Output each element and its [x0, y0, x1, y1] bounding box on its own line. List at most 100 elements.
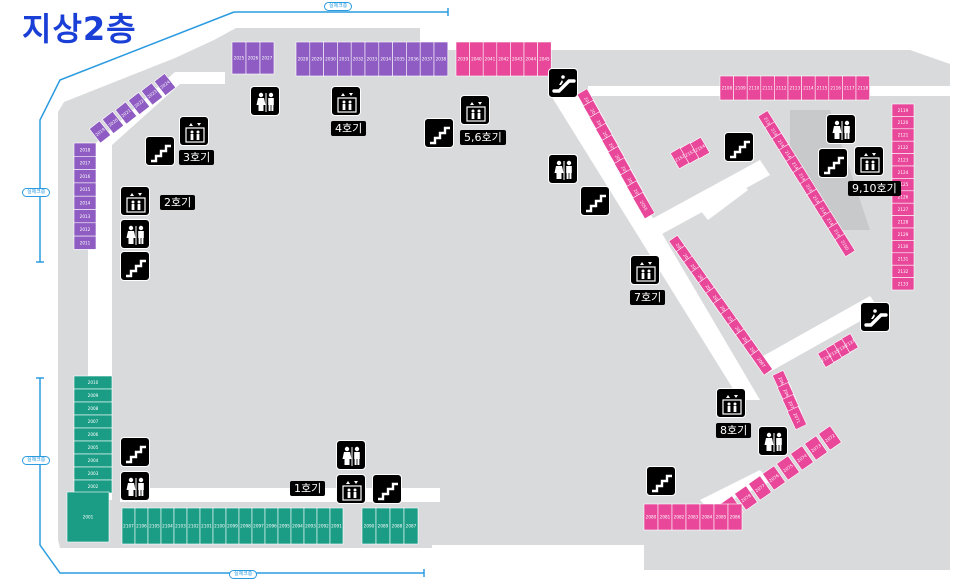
store-unit[interactable]: 2085 [713, 503, 729, 531]
store-unit[interactable]: 2019 [88, 120, 112, 144]
stairs-icon[interactable] [120, 251, 150, 281]
elevator-icon[interactable] [630, 255, 660, 285]
restroom-icon[interactable] [758, 426, 788, 456]
store-unit[interactable]: 2017 [73, 156, 97, 170]
store-unit[interactable]: 2076 [762, 465, 786, 491]
store-unit[interactable]: 2099 [225, 507, 240, 545]
store-unit[interactable]: 2096 [264, 507, 279, 545]
elevator-icon[interactable] [716, 388, 746, 418]
elevator-icon[interactable] [460, 95, 490, 125]
store-unit[interactable]: 2112 [774, 75, 789, 101]
store-unit[interactable]: 2132 [891, 264, 915, 278]
store-unit[interactable]: 2086 [727, 503, 743, 531]
store-unit[interactable]: 2116 [828, 75, 843, 101]
store-unit[interactable]: 2038 [433, 41, 449, 77]
store-unit[interactable]: 2093 [303, 507, 318, 545]
stairs-icon[interactable] [646, 466, 676, 496]
escalator-icon[interactable] [548, 68, 578, 98]
store-unit[interactable]: 2022 [127, 91, 151, 116]
store-unit[interactable]: 2027 [259, 41, 275, 75]
store-unit[interactable]: 2100 [212, 507, 227, 545]
store-unit[interactable]: 2103 [173, 507, 188, 545]
store-unit[interactable]: 2106 [134, 507, 149, 545]
store-unit[interactable]: 2101 [199, 507, 214, 545]
store-unit[interactable]: 2034 [378, 41, 393, 77]
store-unit[interactable]: 2107 [121, 507, 136, 545]
store-unit[interactable]: 2123 [891, 153, 915, 167]
store-unit[interactable]: 2039 [455, 41, 470, 77]
store-unit[interactable]: 2080 [643, 503, 659, 531]
store-unit[interactable]: 2008 [73, 401, 113, 416]
store-unit[interactable]: 2003 [73, 466, 113, 481]
store-unit[interactable]: 2119 [891, 103, 915, 117]
store-unit[interactable]: 2124 [891, 165, 915, 179]
store-unit[interactable]: 2130 [891, 240, 915, 254]
store-unit[interactable]: 2094 [290, 507, 305, 545]
store-unit[interactable]: 2013 [73, 209, 97, 224]
store-unit[interactable]: 2075 [776, 455, 800, 481]
store-unit[interactable]: 2104 [160, 507, 175, 545]
store-unit[interactable]: 2009 [73, 388, 113, 403]
store-unit[interactable]: 2137 [841, 333, 859, 353]
store-unit[interactable]: 2001 [66, 491, 110, 543]
store-unit[interactable]: 2108 [719, 75, 734, 101]
store-unit[interactable]: 2114 [801, 75, 816, 101]
stairs-icon[interactable] [372, 474, 402, 504]
store-unit[interactable]: 2011 [73, 235, 97, 250]
store-unit[interactable]: 2037 [419, 41, 435, 77]
store-unit[interactable]: 2089 [375, 507, 391, 545]
stairs-icon[interactable] [580, 186, 610, 216]
store-unit[interactable]: 2040 [469, 41, 484, 77]
store-unit[interactable]: 2010 [73, 375, 113, 390]
store-unit[interactable]: 2081 [657, 503, 673, 531]
elevator-icon[interactable] [120, 186, 150, 216]
store-unit[interactable]: 2109 [733, 75, 748, 101]
store-unit[interactable]: 2090 [361, 507, 377, 545]
store-unit[interactable]: 2021 [114, 101, 138, 125]
store-unit[interactable]: 2105 [147, 507, 162, 545]
restroom-icon[interactable] [336, 440, 366, 470]
store-unit[interactable]: 2029 [309, 41, 324, 77]
restroom-icon[interactable] [250, 86, 280, 116]
store-unit[interactable]: 2087 [403, 507, 419, 545]
store-unit[interactable]: 2006 [73, 427, 113, 442]
store-unit[interactable]: 2110 [746, 75, 762, 101]
store-unit[interactable]: 2092 [316, 507, 331, 545]
store-unit[interactable]: 2030 [323, 41, 338, 77]
store-unit[interactable]: 2077 [748, 475, 772, 501]
store-unit[interactable]: 2041 [482, 41, 498, 77]
store-unit[interactable]: 2026 [245, 41, 261, 75]
store-unit[interactable]: 2122 [891, 140, 915, 154]
store-unit[interactable]: 2098 [238, 507, 253, 545]
store-unit[interactable]: 2055 [632, 191, 656, 220]
store-unit[interactable]: 2078 [734, 485, 758, 511]
store-unit[interactable]: 2128 [891, 215, 915, 229]
escalator-icon[interactable] [860, 302, 890, 332]
store-unit[interactable]: 2033 [364, 41, 380, 77]
stairs-icon[interactable] [724, 132, 754, 162]
restroom-icon[interactable] [548, 154, 578, 184]
store-unit[interactable]: 2012 [73, 222, 97, 237]
store-unit[interactable]: 2150 [834, 233, 856, 258]
store-unit[interactable]: 2043 [510, 41, 525, 77]
store-unit[interactable]: 2129 [891, 227, 915, 241]
restroom-icon[interactable] [120, 471, 150, 501]
store-unit[interactable]: 2016 [73, 169, 97, 184]
stairs-icon[interactable] [145, 136, 175, 166]
store-unit[interactable]: 2028 [295, 41, 311, 77]
store-unit[interactable]: 2072 [818, 425, 842, 451]
restroom-icon[interactable] [826, 114, 856, 144]
store-unit[interactable]: 2133 [891, 277, 915, 291]
stairs-icon[interactable] [818, 148, 848, 178]
store-unit[interactable]: 2111 [760, 75, 775, 101]
store-unit[interactable]: 2044 [523, 41, 538, 77]
store-unit[interactable]: 2082 [671, 503, 687, 531]
store-unit[interactable]: 2035 [392, 41, 407, 77]
elevator-icon[interactable] [179, 116, 209, 146]
store-unit[interactable]: 2004 [73, 453, 113, 468]
store-unit[interactable]: 2032 [350, 41, 366, 77]
store-unit[interactable]: 2154 [689, 136, 711, 160]
store-unit[interactable]: 2005 [73, 440, 113, 455]
store-unit[interactable]: 2067 [749, 349, 773, 376]
stairs-icon[interactable] [424, 118, 454, 148]
